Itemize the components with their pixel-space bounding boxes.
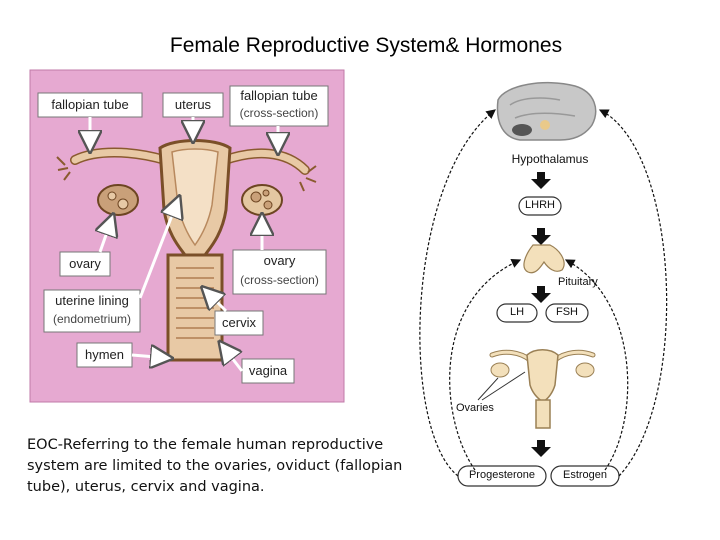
fsh-pill <box>545 303 589 323</box>
label-vagina: vagina <box>248 363 288 378</box>
label-fallopian-tube: fallopian tube <box>51 97 129 112</box>
label-ovaries: Ovaries <box>456 402 494 414</box>
label-ovary-cs-sub: (cross-section) <box>240 273 319 287</box>
label-uterus: uterus <box>174 97 212 112</box>
label-lh: LH <box>509 306 525 318</box>
flow-arrows <box>531 172 551 457</box>
label-lhrh: LHRH <box>525 199 555 211</box>
caption-text: EOC-Referring to the female human reprod… <box>27 437 403 495</box>
label-pituitary: Pituitary <box>558 276 598 288</box>
label-ovary-cs: ovary <box>263 253 296 268</box>
lh-pill <box>496 303 538 323</box>
label-ovary: ovary <box>69 256 101 271</box>
label-fsh: FSH <box>556 306 578 318</box>
feedback-arrows <box>419 109 668 477</box>
ovaries-uterus-icon <box>489 349 596 429</box>
brain-icon <box>496 81 597 141</box>
label-hymen: hymen <box>84 347 125 362</box>
label-hypothalamus: Hypothalamus <box>511 152 589 166</box>
lhrh-pill <box>518 196 562 216</box>
slide-title: Female Reproductive System& Hormones <box>169 34 563 57</box>
pituitary-icon <box>523 244 565 274</box>
ovaries-pointer <box>477 377 499 401</box>
label-estrogen: Estrogen <box>562 469 608 481</box>
label-uterine-lining-sub: (endometrium) <box>52 312 132 326</box>
label-fallopian-tube-cs-sub: (cross-section) <box>239 106 319 120</box>
label-progesterone: Progesterone <box>468 469 536 481</box>
label-cervix: cervix <box>222 315 256 330</box>
label-fallopian-tube-cs: fallopian tube <box>240 88 318 103</box>
label-uterine-lining: uterine lining <box>55 293 129 308</box>
ovaries-pointer-2 <box>481 371 526 401</box>
